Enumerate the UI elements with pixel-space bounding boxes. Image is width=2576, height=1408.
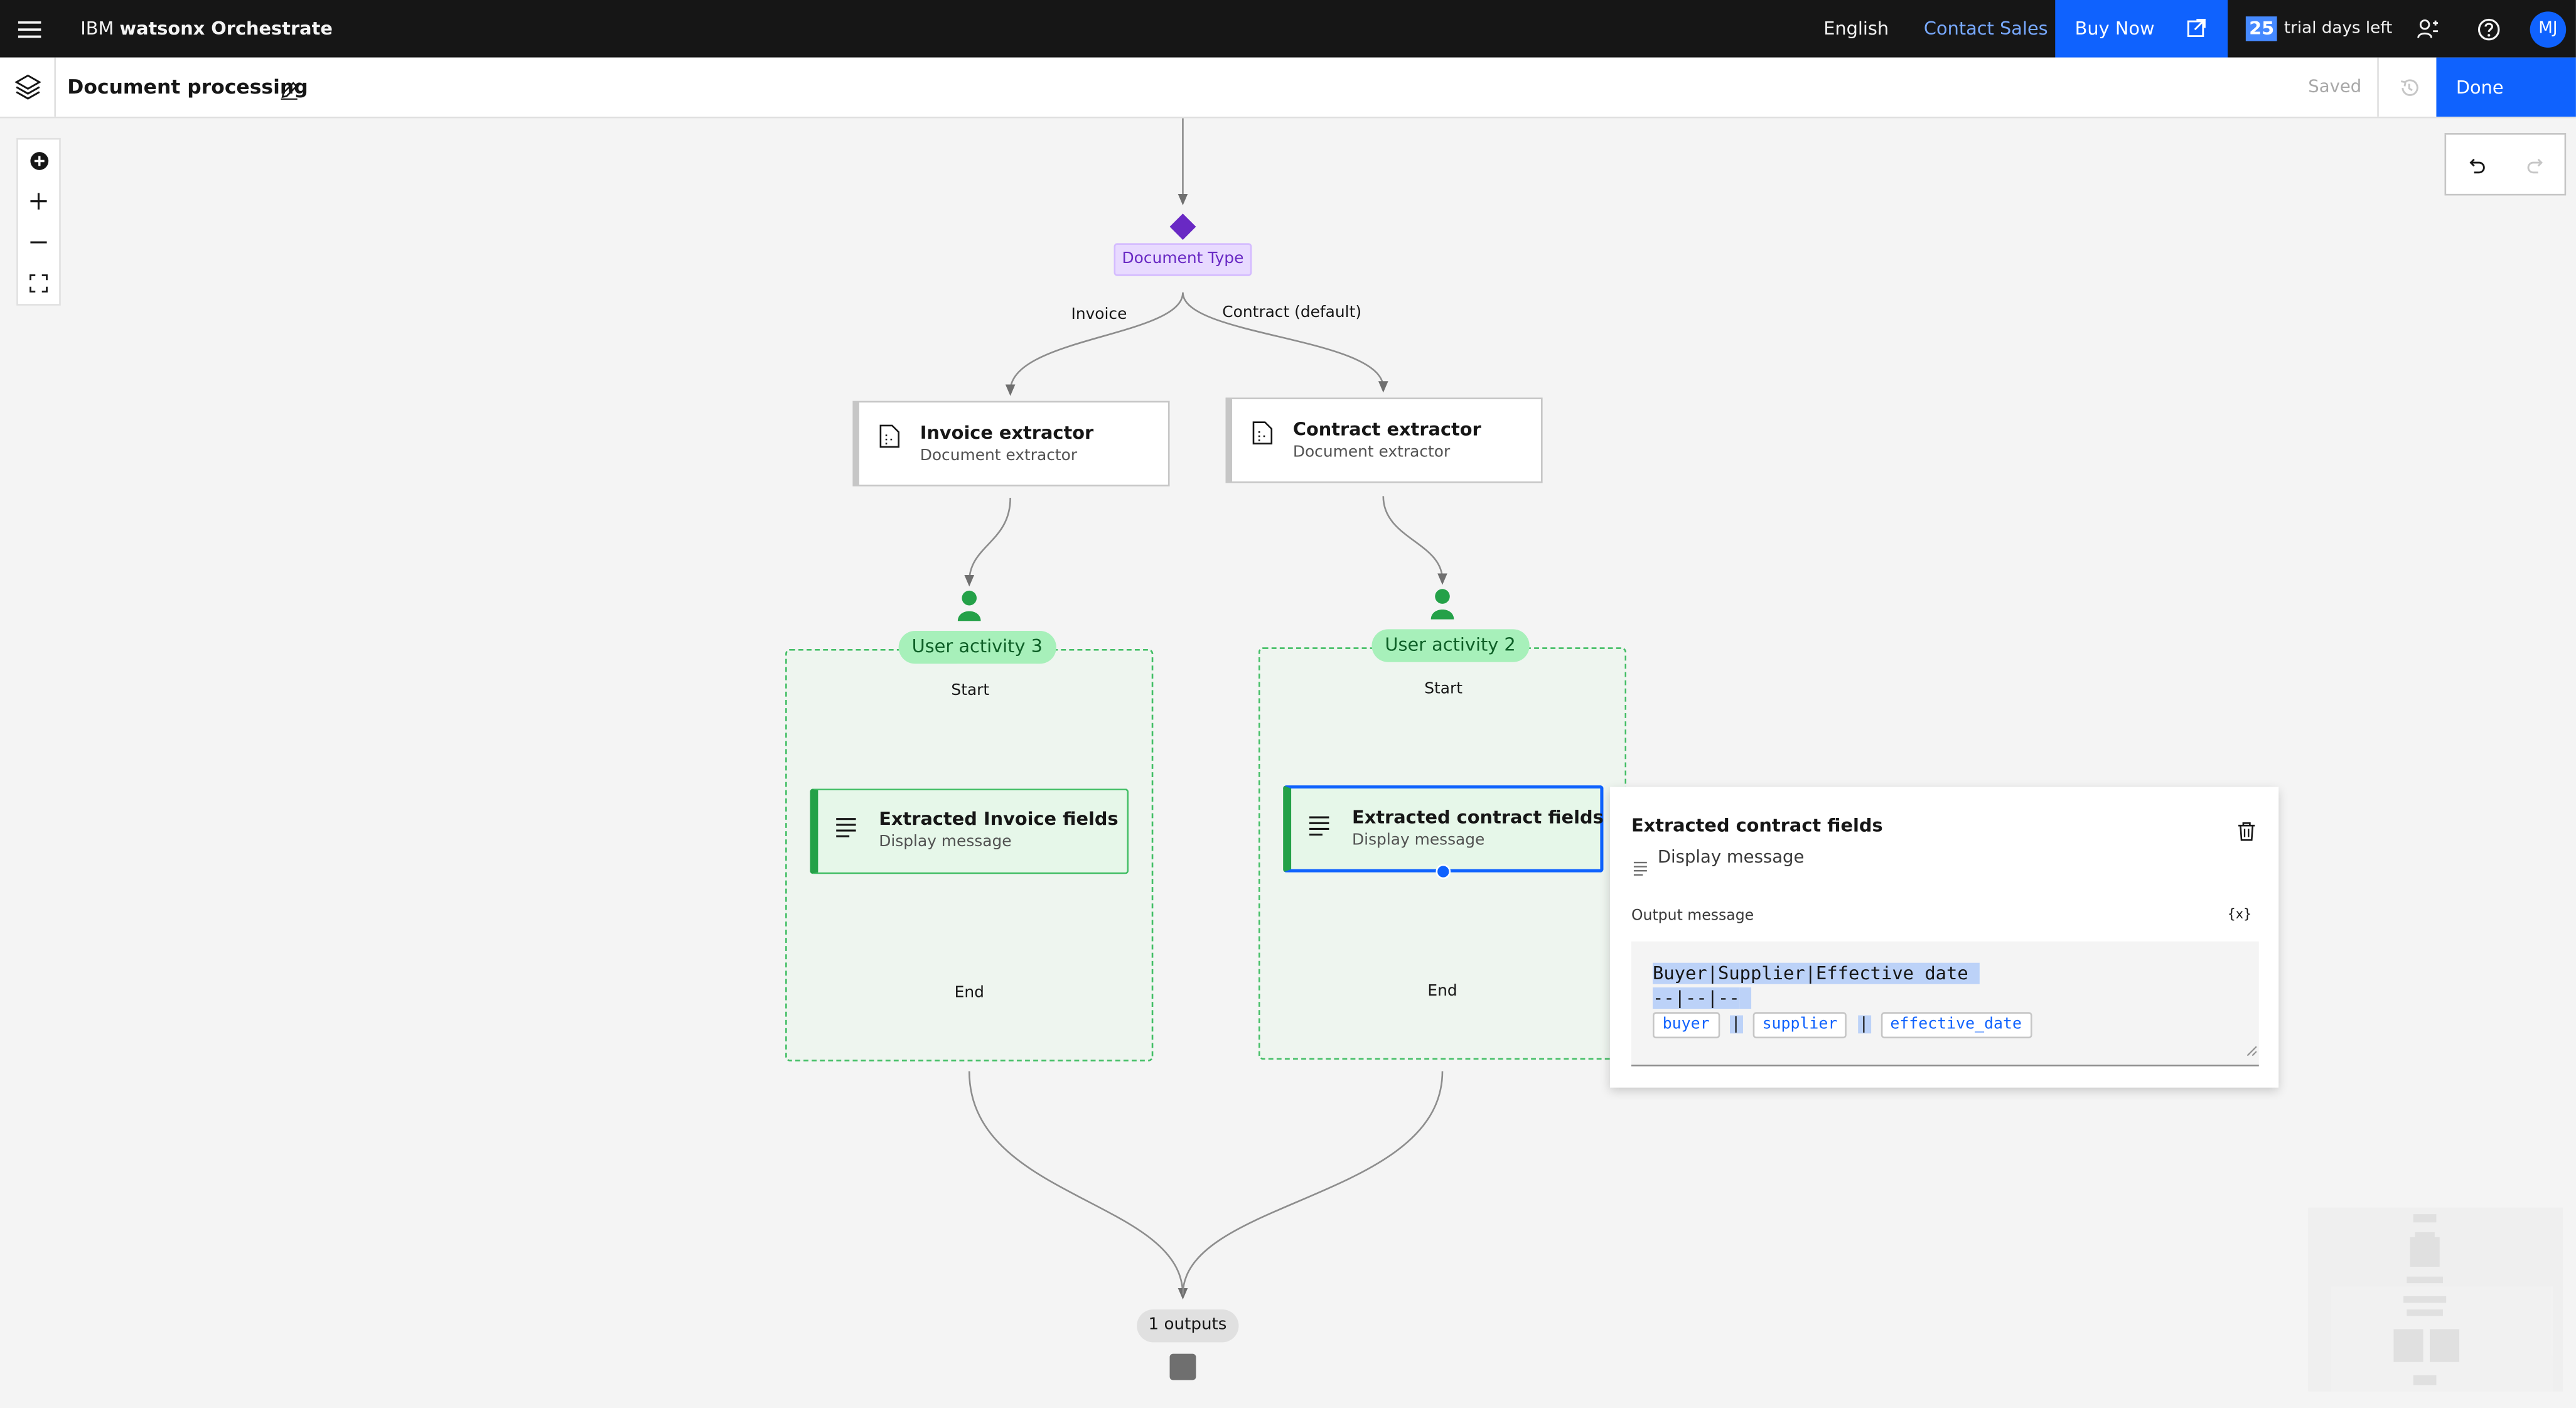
panel-title: Extracted contract fields xyxy=(1631,815,1883,837)
editor-line-3: buyer | supplier | effective_date xyxy=(1653,1012,2032,1039)
delete-icon[interactable] xyxy=(2238,817,2256,848)
invoice-extractor-node[interactable]: Invoice extractor Document extractor xyxy=(852,400,1170,486)
end-label: End xyxy=(954,984,984,1002)
message-icon xyxy=(1633,851,1648,883)
editor-line-2: --|--|-- xyxy=(1653,987,1751,1009)
redo-icon[interactable] xyxy=(2525,153,2546,184)
start-label: Start xyxy=(1424,680,1462,699)
node-title: Extracted Invoice fields xyxy=(879,808,1119,830)
output-message-label: Output message xyxy=(1631,908,1754,925)
switch-user-icon[interactable] xyxy=(2417,0,2440,58)
buy-now-button[interactable]: Buy Now xyxy=(2055,0,2228,58)
extracted-contract-fields-node[interactable]: Extracted contract fields Display messag… xyxy=(1283,785,1604,873)
group-label-user-activity-3[interactable]: User activity 3 xyxy=(898,631,1056,664)
flow-toolbar: Document processing Saved Done xyxy=(0,57,2576,119)
chip-separator: | xyxy=(1729,1015,1743,1034)
user-icon xyxy=(956,590,982,628)
node-subtitle: Display message xyxy=(879,832,1012,851)
line-2-selection-tail xyxy=(1739,987,1751,1009)
decision-label[interactable]: Document Type xyxy=(1114,243,1252,276)
minimap[interactable] xyxy=(2308,1207,2563,1392)
contact-sales-link[interactable]: Contact Sales xyxy=(1923,18,2048,40)
undo-redo-group xyxy=(2444,133,2567,196)
save-status: Saved xyxy=(2308,77,2362,97)
chip-separator: | xyxy=(1857,1015,1870,1034)
avatar-initials: MJ xyxy=(2530,11,2567,47)
zoom-in-icon[interactable] xyxy=(18,181,59,222)
panel-node-type: Display message xyxy=(1657,847,1805,868)
variable-chip-buyer[interactable]: buyer xyxy=(1653,1012,1720,1039)
language-selector[interactable]: English xyxy=(1823,18,1889,40)
done-button[interactable]: Done xyxy=(2436,57,2576,117)
document-icon xyxy=(879,424,900,455)
message-icon xyxy=(1307,812,1331,843)
line-1-text: Buyer|Supplier|Effective date xyxy=(1653,962,1968,984)
line-1-selection-tail xyxy=(1968,962,1980,984)
document-icon xyxy=(1252,421,1273,452)
undo-icon[interactable] xyxy=(2466,153,2487,184)
brand-name: watsonx Orchestrate xyxy=(119,18,333,40)
edit-icon[interactable] xyxy=(279,75,299,107)
end-label: End xyxy=(1427,982,1457,1001)
zoom-out-icon[interactable] xyxy=(18,222,59,262)
layers-icon[interactable] xyxy=(0,57,56,117)
fit-view-icon[interactable] xyxy=(18,263,59,304)
canvas-controls xyxy=(16,137,61,306)
output-message-editor[interactable]: Buyer|Supplier|Effective date --|--|-- b… xyxy=(1631,941,2259,1067)
resize-handle-icon[interactable] xyxy=(2246,1032,2257,1063)
start-label: Start xyxy=(951,682,990,700)
brand-prefix: IBM xyxy=(80,18,120,40)
decision-diamond[interactable] xyxy=(1169,213,1196,240)
menu-icon[interactable] xyxy=(16,0,41,58)
outputs-label[interactable]: 1 outputs xyxy=(1137,1309,1238,1343)
trial-days-badge: 25 xyxy=(2245,16,2278,41)
node-subtitle: Document extractor xyxy=(920,446,1078,465)
message-icon xyxy=(835,814,858,845)
branch-label-invoice[interactable]: Invoice xyxy=(1071,305,1127,324)
trial-indicator[interactable]: 25 trial days left xyxy=(2245,0,2393,58)
flow-title: Document processing xyxy=(67,75,308,99)
node-subtitle: Document extractor xyxy=(1292,443,1451,462)
variable-chip-supplier[interactable]: supplier xyxy=(1752,1012,1848,1039)
user-icon xyxy=(1429,588,1456,626)
editor-line-1: Buyer|Supplier|Effective date xyxy=(1653,962,1980,984)
contract-extractor-node[interactable]: Contract extractor Document extractor xyxy=(1225,397,1543,483)
minimap-preview xyxy=(2331,1214,2553,1392)
history-icon[interactable] xyxy=(2377,57,2438,117)
avatar[interactable]: MJ xyxy=(2530,0,2567,58)
external-link-icon xyxy=(2187,18,2206,43)
insert-variable-icon[interactable]: {x} xyxy=(2228,906,2251,922)
node-subtitle: Display message xyxy=(1352,831,1485,850)
end-node[interactable] xyxy=(1169,1353,1196,1380)
buy-now-label: Buy Now xyxy=(2074,18,2155,40)
node-title: Extracted contract fields xyxy=(1352,807,1604,829)
done-label: Done xyxy=(2455,77,2504,99)
node-title: Contract extractor xyxy=(1292,419,1481,441)
trial-days-text: trial days left xyxy=(2284,19,2393,38)
add-node-icon[interactable] xyxy=(18,139,59,180)
branch-label-contract[interactable]: Contract (default) xyxy=(1222,304,1362,322)
brand[interactable]: IBM watsonx Orchestrate xyxy=(80,0,333,58)
connection-handle[interactable] xyxy=(1436,864,1451,879)
group-label-user-activity-2[interactable]: User activity 2 xyxy=(1371,629,1529,662)
node-title: Invoice extractor xyxy=(920,422,1094,444)
line-2-text: --|--|-- xyxy=(1653,987,1740,1009)
extracted-invoice-fields-node[interactable]: Extracted Invoice fields Display message xyxy=(810,788,1129,874)
node-properties-panel: Extracted contract fields Display messag… xyxy=(1609,787,2279,1088)
top-navigation: IBM watsonx Orchestrate English Contact … xyxy=(0,0,2576,58)
help-icon[interactable] xyxy=(2477,0,2501,58)
variable-chip-effective-date[interactable]: effective_date xyxy=(1880,1012,2032,1039)
